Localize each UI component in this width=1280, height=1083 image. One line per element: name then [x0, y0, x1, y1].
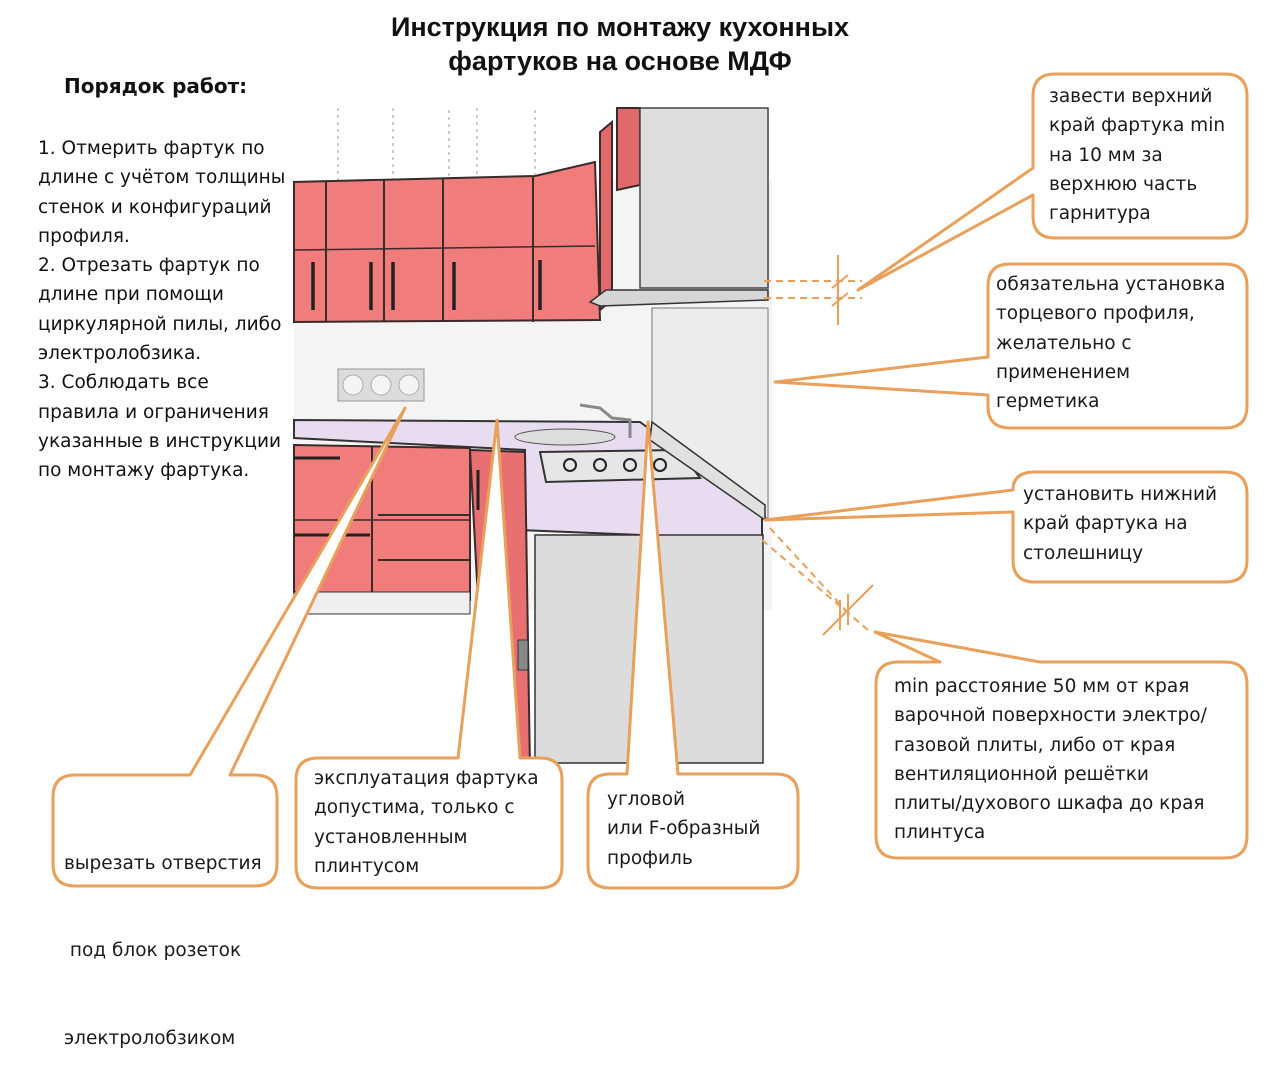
callout-end-profile: обязательна установка торцевого профиля,… [996, 270, 1225, 416]
sink [514, 428, 616, 446]
callout-line: установить нижний [1023, 484, 1218, 505]
callout-line: плиты/духового шкафа до края [894, 793, 1205, 815]
tall-column [639, 107, 769, 289]
procedure-steps: 1. Отмерить фартук по длине с учётом тол… [38, 134, 288, 486]
callout-line: край фартука min [1049, 115, 1226, 137]
step-3: 3. Соблюдать все правила и ограничения у… [38, 372, 282, 482]
callout-plinth-bubble [294, 418, 564, 890]
upper-cabinets [293, 107, 641, 324]
title-line-1: Инструкция по монтажу кухонных [390, 12, 850, 42]
cabinet-handles [311, 260, 542, 310]
faucet [579, 403, 632, 438]
callout-top-edge-bubble [856, 72, 1249, 292]
callout-line: герметика [996, 391, 1100, 413]
callout-line: профиль [607, 847, 693, 869]
callout-line: обязательна установка [996, 274, 1226, 295]
page-title: Инструкция по монтажу кухонных фартуков … [330, 10, 910, 78]
callout-line: вырезать отверстия [64, 852, 262, 874]
callout-line: газовой плиты, либо от края [894, 734, 1176, 756]
callout-line: столешницу [1023, 542, 1144, 564]
callout-bottom-edge-bubble [763, 470, 1249, 584]
callout-corner-profile: угловой или F-образный профиль [607, 785, 760, 873]
callout-corner-profile-bubble [586, 420, 800, 890]
callout-line: применением [996, 361, 1131, 383]
callout-shapes [51, 72, 1249, 890]
callout-sockets: вырезать отверстия под блок розеток элек… [64, 790, 262, 1083]
callout-line: плинтусом [314, 855, 420, 877]
callout-line: эксплуатация фартука [314, 768, 539, 789]
callout-plinth: эксплуатация фартука допустима, только с… [314, 764, 539, 881]
step-2: 2. Отрезать фартук по длине при помощи ц… [38, 255, 282, 365]
callout-sockets-bubble [51, 406, 407, 888]
cabinet-hinge [517, 639, 529, 671]
title-line-2: фартуков на основе МДФ [448, 46, 792, 76]
callout-line: допустима, только с [314, 797, 515, 819]
callout-line: электролобзиком [64, 1028, 236, 1050]
callout-line: на 10 мм за [1049, 144, 1163, 166]
callout-line: плинтуса [894, 822, 986, 844]
step-1: 1. Отмерить фартук по длине с учётом тол… [38, 138, 286, 247]
callout-end-profile-bubble [773, 262, 1249, 430]
callout-line: варочной поверхности электро/ [894, 705, 1207, 727]
callout-line: край фартука на [1023, 513, 1188, 535]
callout-line: min расстояние 50 мм от края [894, 676, 1190, 697]
socket-block [337, 368, 425, 402]
procedure-heading: Порядок работ: [64, 74, 248, 98]
callout-min-distance: min расстояние 50 мм от края варочной по… [894, 672, 1207, 848]
callout-top-edge: завести верхний край фартука min на 10 м… [1049, 82, 1225, 228]
callout-line: желательно с [996, 332, 1132, 354]
callout-bottom-edge: установить нижний край фартука на столеш… [1023, 480, 1217, 568]
callout-line: вентиляционной решётки [894, 763, 1149, 785]
callout-line: завести верхний [1049, 86, 1213, 107]
dimension-marks [761, 255, 874, 636]
callout-line: угловой [607, 789, 686, 810]
callout-line: верхнюю часть [1049, 173, 1198, 195]
range-hood [588, 289, 769, 307]
callout-line: гарнитура [1049, 203, 1151, 225]
callout-line: под блок розеток [64, 940, 242, 962]
callout-line: или F-образный [607, 818, 761, 840]
callout-line: торцевого профиля, [996, 303, 1195, 325]
callout-min-distance-bubble [873, 630, 1249, 860]
callout-line: установленным [314, 826, 468, 848]
